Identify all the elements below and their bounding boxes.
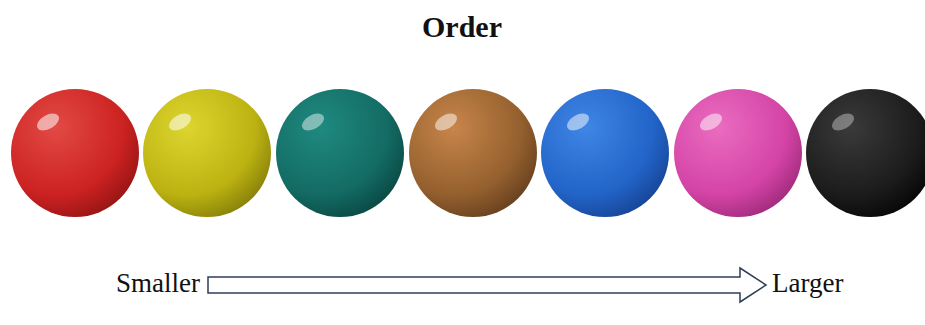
scale-label: Larger (772, 268, 843, 299)
scale-label: Smaller (116, 268, 200, 299)
sphere (806, 89, 925, 217)
order-arrow (208, 268, 766, 302)
diagram-title: Order (422, 10, 502, 44)
sphere (276, 89, 404, 217)
sphere (409, 89, 537, 217)
sphere (541, 89, 669, 217)
sphere (674, 89, 802, 217)
sphere (11, 89, 139, 217)
sphere (143, 89, 271, 217)
